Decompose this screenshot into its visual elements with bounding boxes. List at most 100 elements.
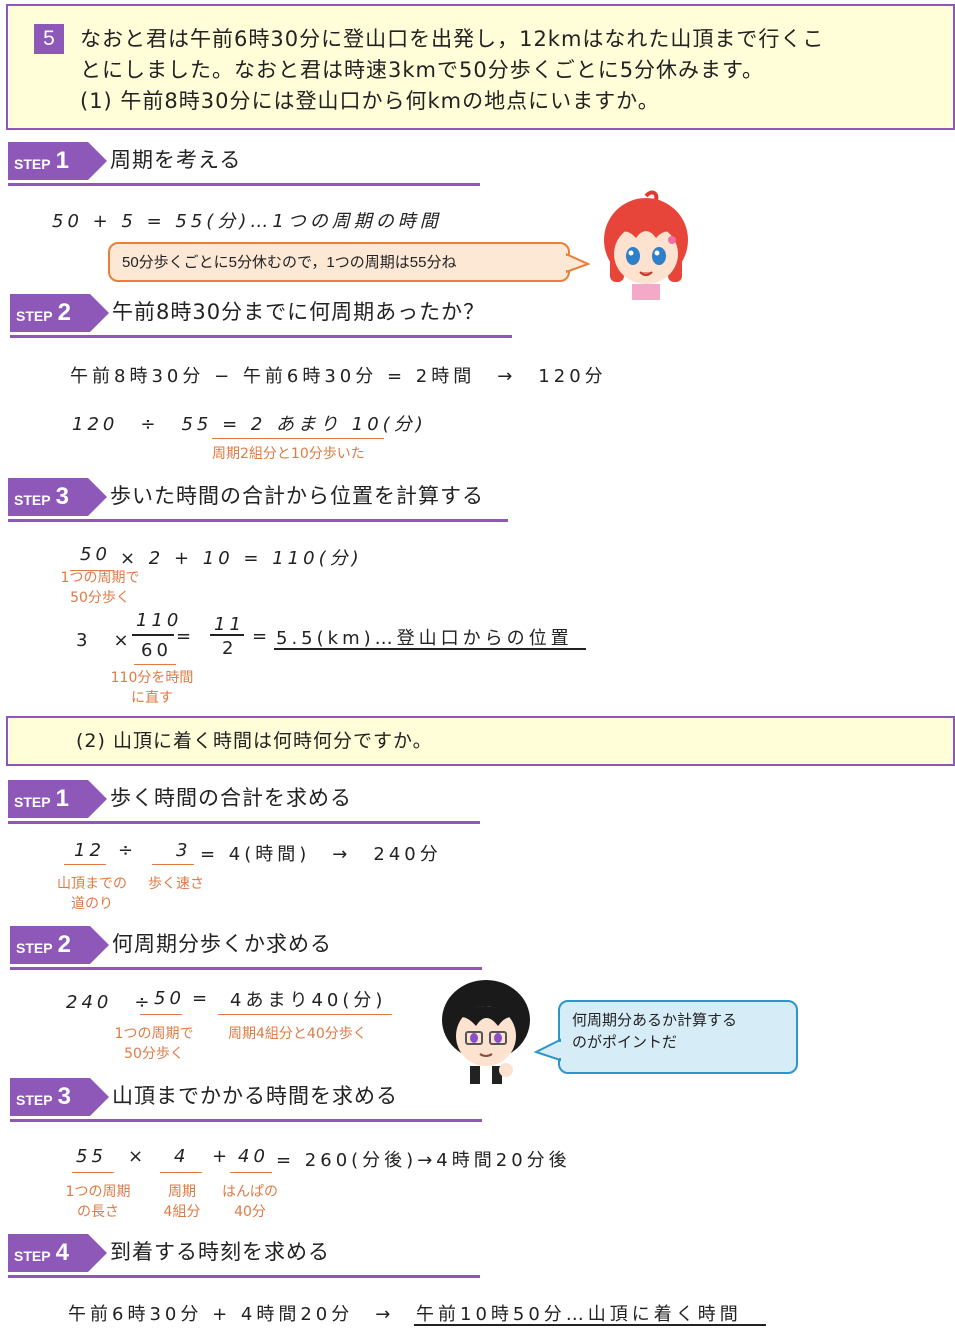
question-line-3: (1) 午前8時30分には登山口から何kmの地点にいますか。 xyxy=(80,89,660,113)
fraction-11-2-den: 2 xyxy=(222,638,238,659)
step-title: 歩く時間の合計を求める xyxy=(110,786,352,810)
speed-note: 歩く速さ xyxy=(148,876,204,892)
distance-note: 山頂までの道のり xyxy=(57,876,127,912)
step-arrow-icon xyxy=(90,926,109,964)
note-underline xyxy=(152,864,194,865)
step-underline xyxy=(8,821,480,824)
step-underline xyxy=(8,1275,480,1278)
note-underline xyxy=(134,664,176,665)
result-underline xyxy=(274,648,586,650)
boy-character-icon xyxy=(442,980,530,1084)
note-underline xyxy=(212,438,384,439)
cycle-count-result: 4あまり40(分) xyxy=(230,990,387,1011)
cycle-length-value: 55 xyxy=(76,1146,107,1167)
arrival-elapsed-result: = 260(分後)→4時間20分後 xyxy=(276,1150,571,1171)
arrival-equation: 午前6時30分 + 4時間20分 → xyxy=(68,1304,395,1325)
girl-character-icon xyxy=(604,190,688,300)
distance-value: 12 xyxy=(74,840,105,861)
step-underline xyxy=(8,183,480,186)
question-line-2: とにしました。なおと君は時速3kmで50分歩くごとに5分休みます。 xyxy=(80,58,764,82)
multiply-sign: × xyxy=(128,1146,148,1167)
cycle-count-value: 4 xyxy=(174,1146,190,1167)
walk-hours-result: = 4(時間) → 240分 xyxy=(200,844,442,865)
note-underline xyxy=(160,1172,202,1173)
note-underline xyxy=(218,1014,392,1015)
cycle-count-note: 周期4組分と40分歩く xyxy=(228,1026,367,1042)
step-arrow-icon xyxy=(90,1078,109,1116)
bubble-tail-icon xyxy=(534,1038,562,1062)
question-line-1: なおと君は午前6時30分に登山口を出発し，12kmはなれた山頂まで行くこ xyxy=(80,27,825,51)
step-title: 到着する時刻を求める xyxy=(110,1240,330,1264)
divide-sign: ÷ xyxy=(118,840,138,861)
cycle-equation: 50 + 5 = 55(分)…1つの周期の時間 xyxy=(52,211,442,232)
boy-speech-bubble: 何周期分あるか計算するのがポイントだ xyxy=(558,1000,798,1074)
question-box-2: (2) 山頂に着く時間は何時何分ですか。 xyxy=(6,716,955,766)
fraction-110-60-num: 110 xyxy=(136,610,183,631)
remainder-value: 40 xyxy=(238,1146,269,1167)
step-title: 山頂までかかる時間を求める xyxy=(112,1084,398,1108)
girl-speech-bubble: 50分歩くごとに5分休むので，1つの周期は55分ね xyxy=(108,242,570,282)
step-underline xyxy=(10,1119,482,1122)
step-arrow-icon xyxy=(88,780,107,818)
position-result: 5.5(km)…登山口からの位置 xyxy=(276,628,573,649)
step-title: 何周期分歩くか求める xyxy=(112,932,332,956)
remainder-note: 周期2組分と10分歩いた xyxy=(212,446,365,462)
time-diff-equation: 午前8時30分 − 午前6時30分 = 2時間 → 120分 xyxy=(70,366,607,387)
step-underline xyxy=(10,967,482,970)
step-arrow-icon xyxy=(90,294,109,332)
step-arrow-icon xyxy=(88,1234,107,1272)
equals-sign: = xyxy=(252,626,272,647)
total-minutes: 240 ÷ xyxy=(66,992,154,1013)
note-underline xyxy=(72,1172,114,1173)
fraction-bar xyxy=(210,634,244,636)
equals-sign: = xyxy=(176,626,196,647)
arrival-result: 午前10時50分…山頂に着く時間 xyxy=(416,1304,742,1325)
step-underline xyxy=(10,335,512,338)
question-number: 5 xyxy=(34,24,64,54)
note-underline xyxy=(140,1014,182,1015)
step-title: 午前8時30分までに何周期あったか？ xyxy=(112,300,486,324)
speed-value: 3 xyxy=(176,840,192,861)
equals-sign: = xyxy=(192,988,212,1009)
step-arrow-icon xyxy=(88,142,107,180)
fraction-110-60-den: 60 xyxy=(141,640,172,661)
distance-speed: 3 × xyxy=(76,630,133,651)
convert-hours-note: 110分を時間に直す xyxy=(110,670,194,706)
plus-sign: + xyxy=(212,1146,232,1167)
question-box-1: 5 なおと君は午前6時30分に登山口を出発し，12kmはなれた山頂まで行くこ と… xyxy=(6,4,955,130)
note-underline xyxy=(230,1172,272,1173)
cycle-length-note: 1つの周期の長さ xyxy=(65,1184,131,1220)
cycle-walk-value: 50 xyxy=(154,988,185,1009)
result-underline xyxy=(414,1324,766,1326)
bubble-tail-icon xyxy=(566,252,590,274)
question-2-text: (2) 山頂に着く時間は何時何分ですか。 xyxy=(76,730,433,752)
step-arrow-icon xyxy=(88,478,107,516)
walk-minutes-rest: × 2 + 10 = 110(分) xyxy=(120,548,363,569)
step-underline xyxy=(8,519,508,522)
fraction-11-2-num: 11 xyxy=(214,614,245,635)
step-title: 周期を考える xyxy=(110,148,242,172)
step-title: 歩いた時間の合計から位置を計算する xyxy=(110,484,484,508)
fraction-bar xyxy=(132,634,174,636)
note-underline xyxy=(70,570,114,571)
division-equation: 120 ÷ 55 = 2 あまり 10(分) xyxy=(72,414,427,435)
note-underline xyxy=(64,864,106,865)
